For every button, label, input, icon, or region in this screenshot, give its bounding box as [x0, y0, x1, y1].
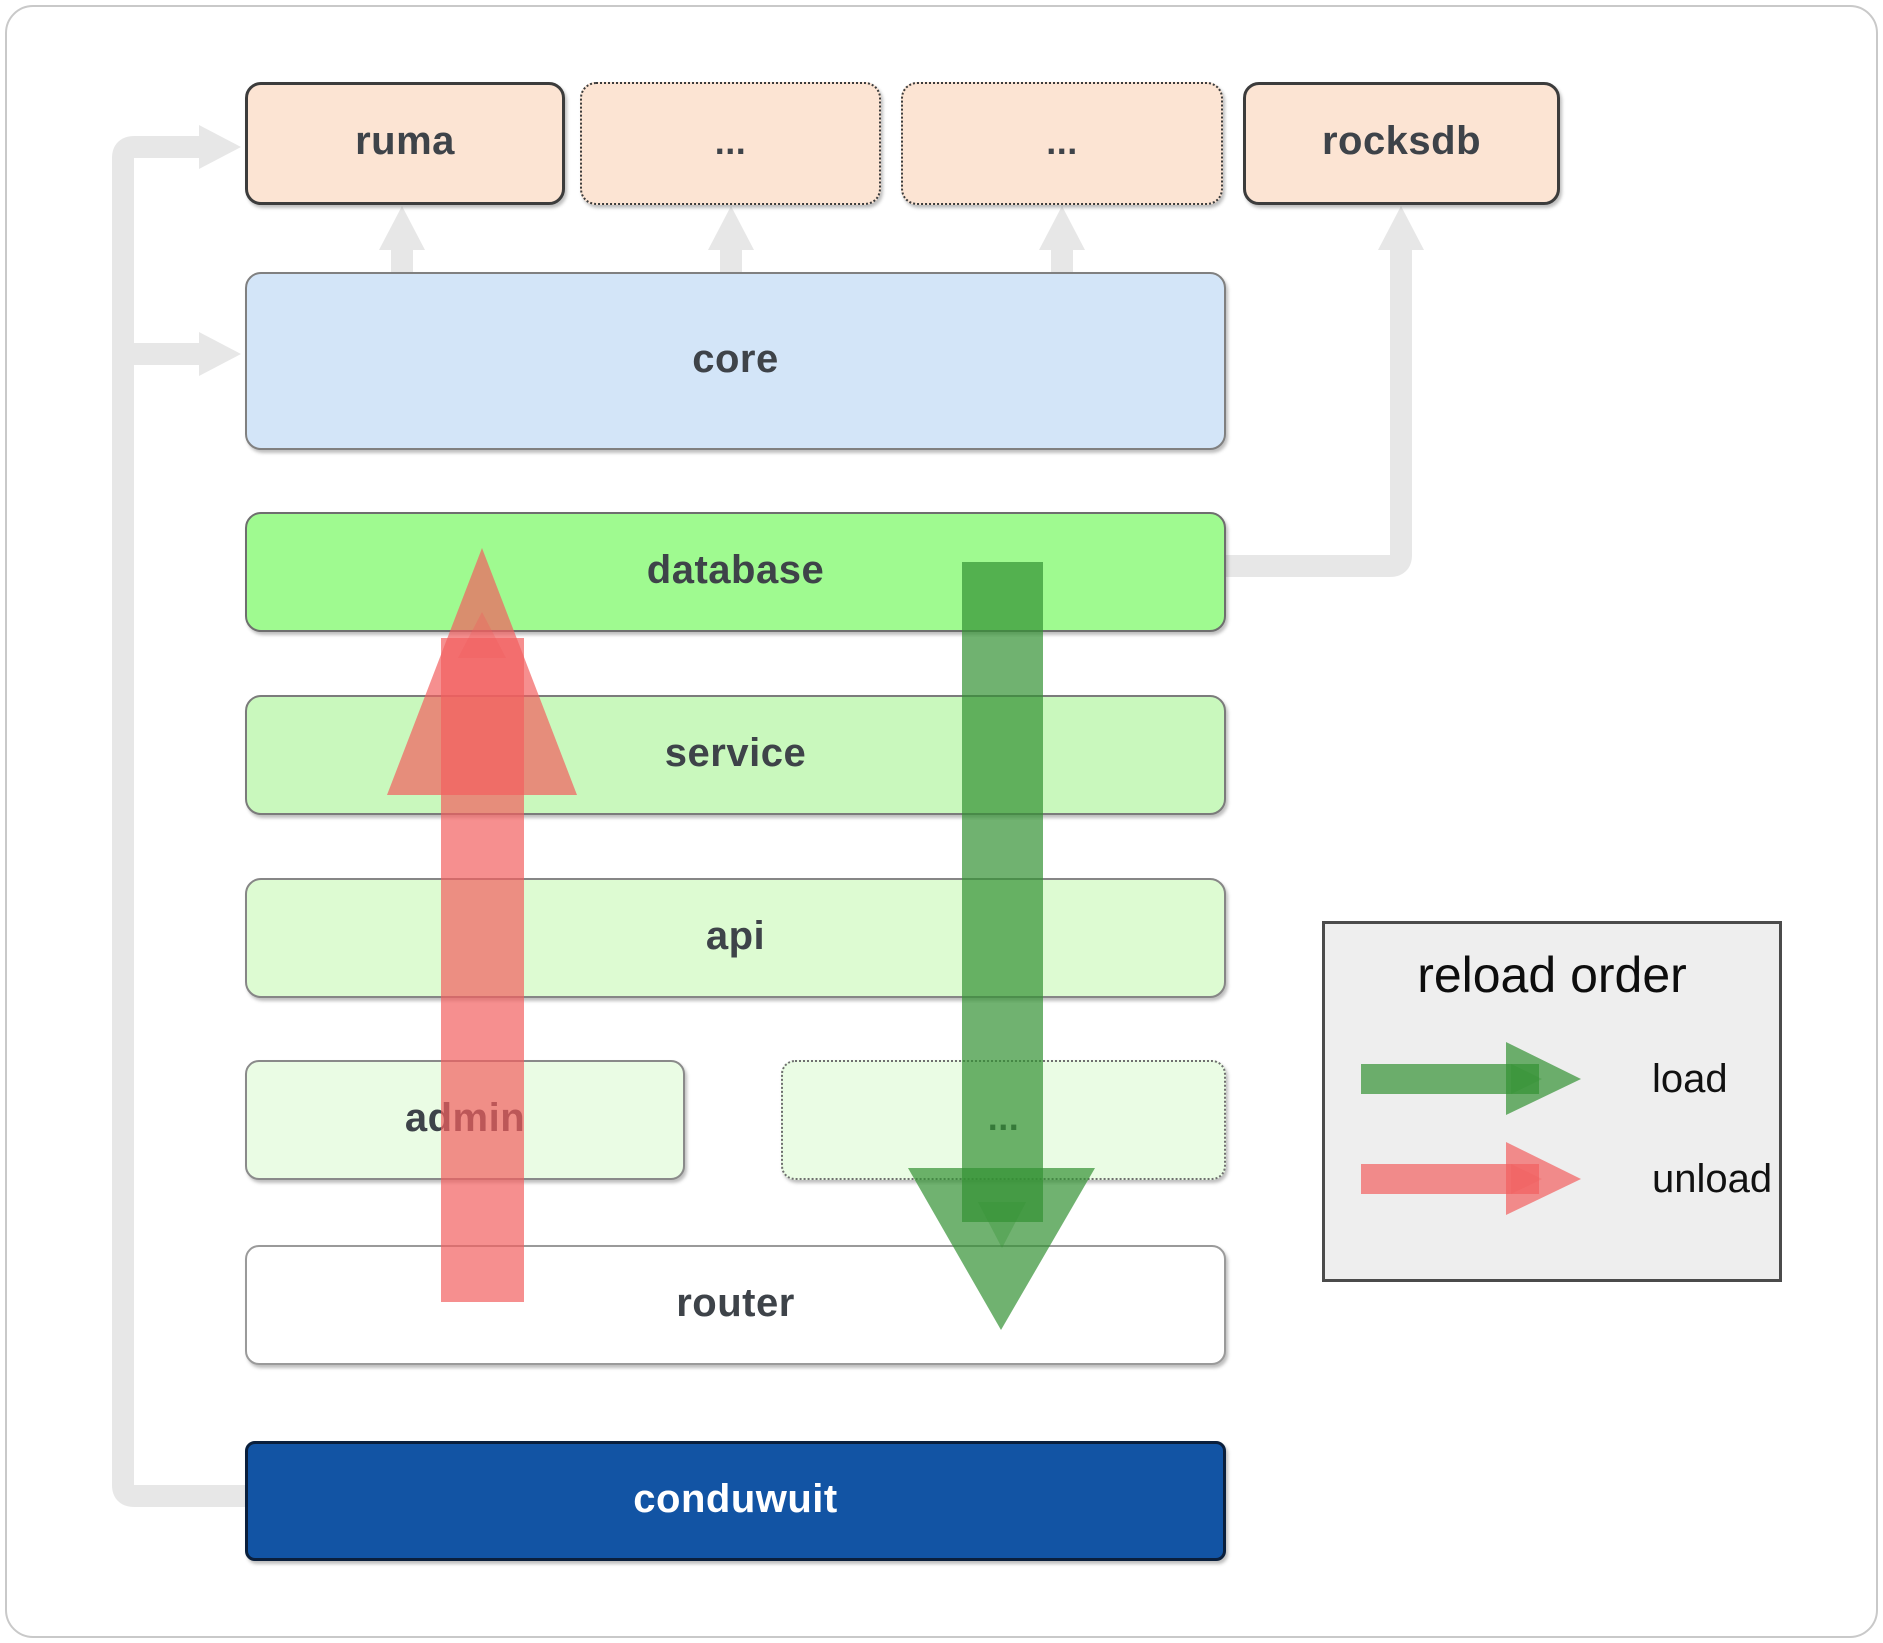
box-database-label: database [646, 547, 825, 592]
box-api-label: api [705, 913, 766, 958]
box-conduwuit-label: conduwuit [633, 1476, 838, 1521]
box-ellipsis-2: ... [901, 82, 1223, 205]
box-admin: admin [245, 1060, 685, 1180]
box-core: core [245, 272, 1226, 450]
legend-load-label: load [1652, 1056, 1728, 1101]
box-rocksdb: rocksdb [1243, 82, 1560, 205]
legend-item-load: load [1361, 1042, 1728, 1116]
box-router-label: router [676, 1280, 795, 1325]
box-ellipsis-3: ... [781, 1060, 1226, 1180]
box-ellipsis-3-label: ... [987, 1097, 1020, 1138]
load-arrow-icon [1361, 1042, 1581, 1115]
box-api: api [245, 878, 1226, 998]
box-ellipsis-1-label: ... [714, 120, 747, 162]
legend-title: reload order [1417, 947, 1687, 1003]
diagram-border [5, 5, 1878, 1638]
box-router: router [245, 1245, 1226, 1365]
unload-arrow-icon [1361, 1142, 1581, 1215]
box-ellipsis-2-label: ... [1046, 120, 1078, 162]
box-ruma: ruma [245, 82, 565, 205]
legend: reload order load unload [1322, 921, 1782, 1282]
box-database: database [245, 512, 1226, 632]
box-conduwuit: conduwuit [245, 1441, 1226, 1561]
box-core-label: core [692, 336, 779, 381]
legend-item-unload: unload [1361, 1142, 1772, 1216]
box-ellipsis-1: ... [580, 82, 881, 205]
legend-unload-label: unload [1652, 1156, 1773, 1201]
box-rocksdb-label: rocksdb [1321, 119, 1482, 163]
box-service: service [245, 695, 1226, 815]
box-ruma-label: ruma [355, 119, 455, 163]
box-admin-label: admin [404, 1095, 526, 1140]
box-service-label: service [664, 730, 807, 775]
